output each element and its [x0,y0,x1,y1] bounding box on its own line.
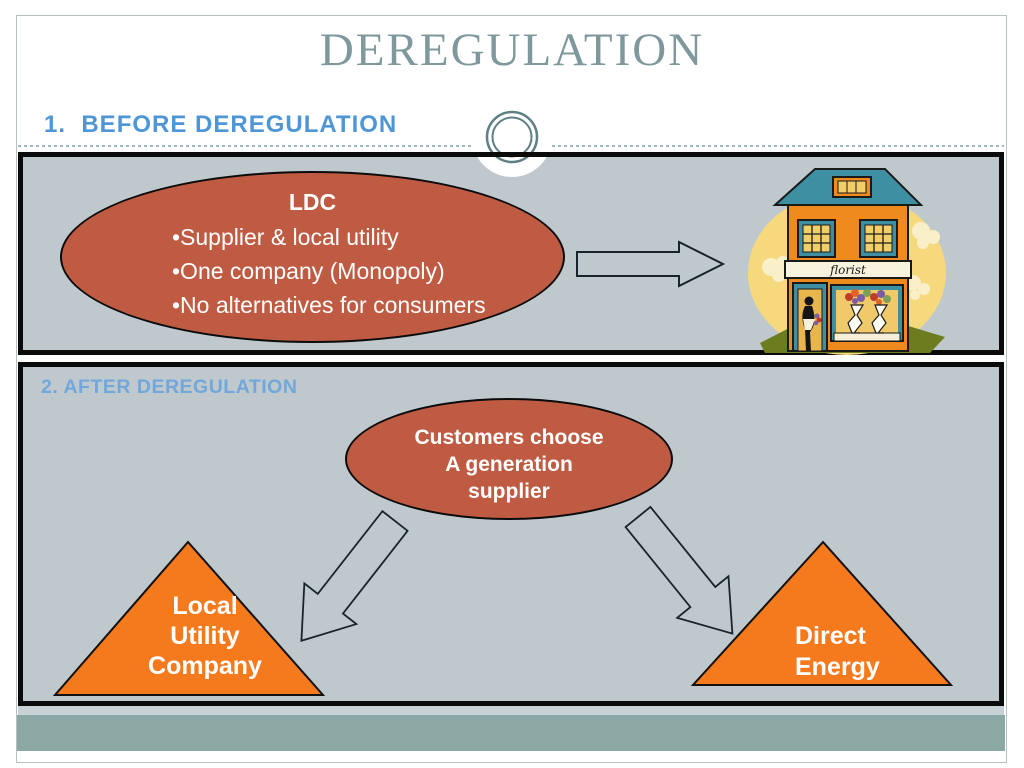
ldc-ellipse: LDC •Supplier & local utility •One compa… [60,171,565,343]
footer-teal-bar [17,715,1005,751]
triangle-label-line: Direct [795,622,866,650]
divider-circle-ornament [462,97,562,177]
upper-windows [797,219,898,258]
triangle-label-line: Company [148,652,262,680]
person-silhouette [802,296,822,351]
florist-shop-clipart: florist [748,168,946,355]
footer-light-strip [18,706,1004,715]
triangle-label-line: Utility [170,622,240,650]
after-deregulation-panel: 2. AFTER DEREGULATION Customers choose A… [18,362,1004,706]
direct-energy-triangle [690,540,954,686]
section1-heading: 1. BEFORE DEREGULATION [44,111,398,138]
ldc-bullet: •One company (Monopoly) [172,258,445,284]
triangle-label-line: Energy [795,653,880,681]
before-deregulation-panel: LDC •Supplier & local utility •One compa… [18,152,1004,355]
flower-bouquets [845,289,891,305]
block-arrow-down-left-icon [300,509,409,643]
direct-energy-label: Direct Energy [795,621,945,683]
florist-sign-text: florist [829,263,866,277]
local-utility-triangle [52,540,326,696]
customers-ellipse-line: Customers choose [414,425,604,449]
block-arrow-down-right-icon [624,505,734,635]
ldc-bullet: •Supplier & local utility [172,224,399,250]
block-arrow-right-icon [576,240,726,288]
customers-ellipse-line: A generation [445,452,573,476]
vases [847,304,889,334]
ldc-bullet: •No alternatives for consumers [172,292,486,318]
triangle-label-line: Local [172,592,238,620]
local-utility-label: Local Utility Company [130,591,280,681]
customers-ellipse-line: supplier [468,479,550,503]
slide-title: DEREGULATION [319,24,705,76]
section2-heading: 2. AFTER DEREGULATION [41,376,298,398]
customers-ellipse: Customers choose A generation supplier [345,398,673,520]
ldc-bullet-list: •Supplier & local utility •One company (… [172,220,486,322]
ldc-ellipse-title: LDC [288,189,337,215]
